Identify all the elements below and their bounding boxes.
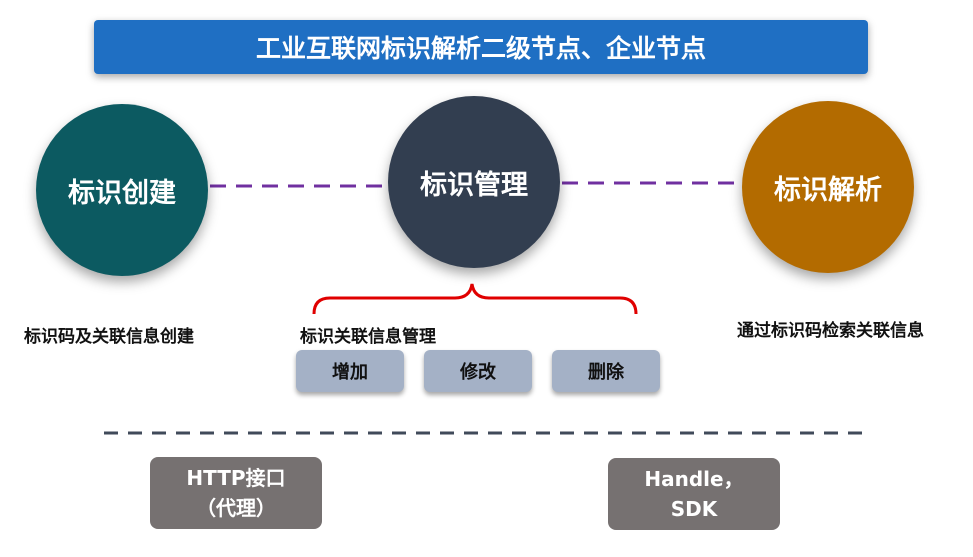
- handle-sdk-line2: SDK: [670, 497, 718, 521]
- page-title: 工业互联网标识解析二级节点、企业节点: [94, 20, 868, 74]
- caption-manage: 标识关联信息管理: [300, 327, 436, 347]
- add-button[interactable]: 增加: [296, 350, 404, 392]
- delete-button[interactable]: 删除: [552, 350, 660, 392]
- node-create: 标识创建: [36, 104, 208, 276]
- caption-create: 标识码及关联信息创建: [24, 327, 194, 347]
- modify-button[interactable]: 修改: [424, 350, 532, 392]
- http-interface-line2: （代理）: [196, 496, 276, 520]
- node-manage: 标识管理: [388, 96, 560, 268]
- brace-manage: [312, 283, 638, 315]
- node-parse: 标识解析: [742, 101, 914, 273]
- handle-sdk-line1: Handle，: [644, 467, 744, 491]
- caption-parse: 通过标识码检索关联信息: [737, 321, 924, 341]
- handle-sdk-box: Handle， SDK: [608, 458, 780, 530]
- http-interface-box: HTTP接口 （代理）: [150, 457, 322, 529]
- http-interface-line1: HTTP接口: [186, 466, 286, 490]
